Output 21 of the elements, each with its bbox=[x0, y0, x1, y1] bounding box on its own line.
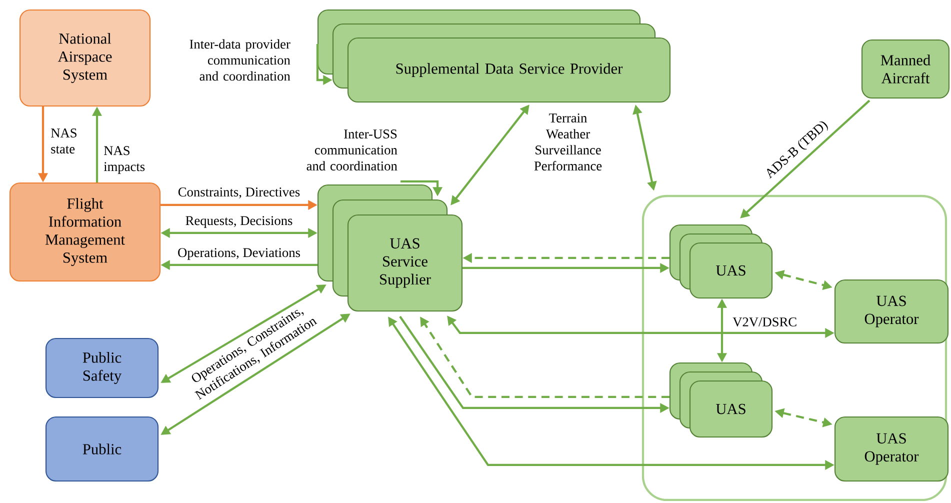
edge-label: Requests, Decisions bbox=[186, 216, 292, 228]
edge-label: NAS impacts bbox=[104, 146, 145, 174]
stacked-box: UAS Service Supplier bbox=[317, 184, 463, 312]
process-box: UAS Operator bbox=[834, 279, 949, 344]
process-box: Public Safety bbox=[45, 338, 159, 398]
stacked-box: Supplemental Data Service Provider bbox=[317, 9, 671, 103]
stacked-box: UAS bbox=[669, 224, 773, 299]
edge-label: Operations, Deviations bbox=[178, 248, 300, 260]
edge-label: Constraints, Directives bbox=[178, 188, 300, 198]
region-outline bbox=[642, 194, 948, 502]
process-box: Public bbox=[45, 416, 159, 482]
system-box: National Airspace System bbox=[19, 9, 151, 107]
edge-label: NAS state bbox=[50, 128, 76, 154]
process-box: UAS Operator bbox=[834, 416, 949, 482]
process-box: Manned Aircraft bbox=[861, 39, 950, 99]
edge-label: Inter-data provider communication and coordination bbox=[190, 39, 290, 81]
edge-label: V2V/DSRC bbox=[732, 317, 796, 327]
system-box: Flight Information Management System bbox=[9, 182, 161, 282]
edge-label: Terrain Weather Surveillance Performance bbox=[534, 114, 602, 170]
stacked-box: UAS bbox=[669, 362, 773, 438]
edge-label: Inter-USS communication and coordination bbox=[306, 130, 398, 170]
